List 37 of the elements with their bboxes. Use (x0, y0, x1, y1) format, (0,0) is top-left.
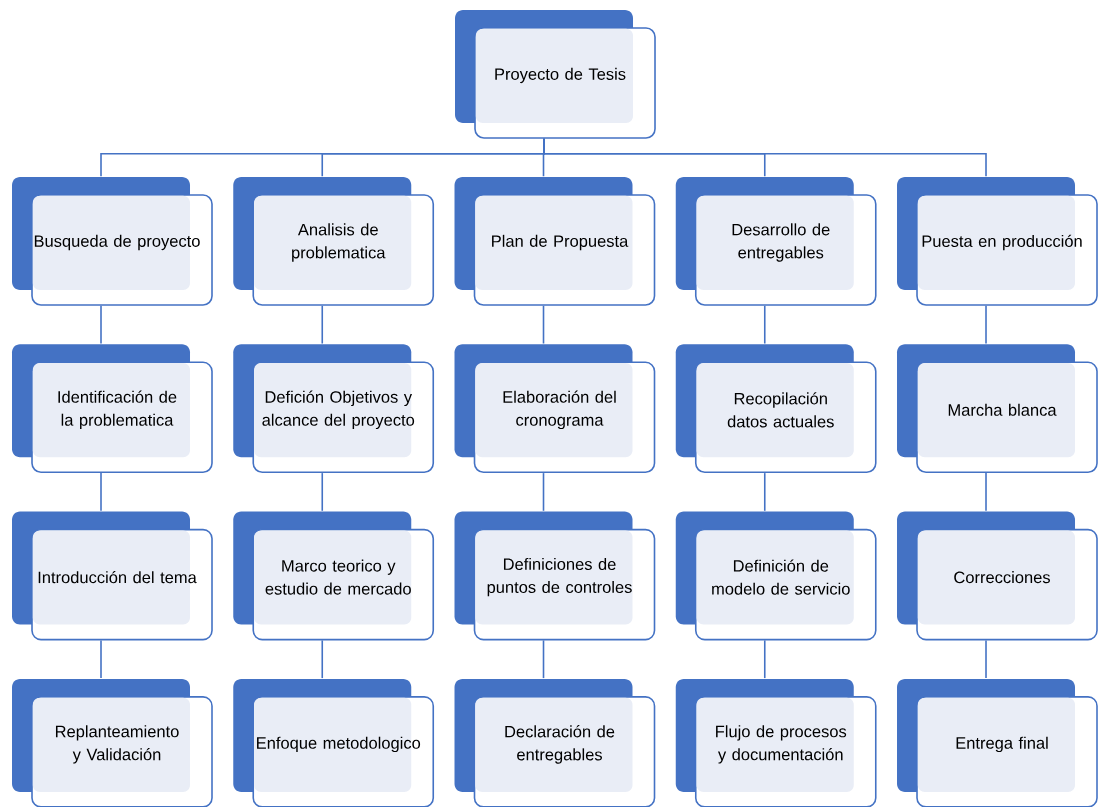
connector-line (542, 639, 545, 679)
process-box: Correcciones (897, 511, 1098, 641)
connector-line (542, 472, 545, 512)
connector-line (543, 138, 987, 177)
process-box: Defición Objetivos y alcance del proyecto (233, 344, 435, 474)
connector-line (763, 305, 766, 345)
process-box: Marco teorico y estudio de mercado (233, 511, 435, 641)
process-box: Introducción del tema (12, 511, 213, 641)
connector-line (100, 305, 102, 345)
connector-line (100, 472, 102, 512)
process-box: Plan de Propuesta (454, 177, 656, 306)
connector-line (321, 472, 324, 512)
process-box: Puesta en producción (897, 177, 1098, 306)
connector-line (985, 639, 987, 679)
process-box: Marcha blanca (897, 344, 1098, 474)
process-box: Analisis de problematica (233, 177, 435, 306)
process-box: Enfoque metodologico (233, 678, 435, 807)
process-box: Definiciones de puntos de controles (454, 511, 656, 641)
connector-line (985, 305, 987, 345)
process-box: Elaboración del cronograma (454, 344, 656, 474)
process-box: Proyecto de Tesis (455, 10, 656, 139)
connector-line (100, 639, 102, 679)
process-box: Recopilación datos actuales (675, 344, 877, 474)
connector-line (321, 639, 324, 679)
process-box: Declaración de entregables (454, 678, 656, 807)
process-box: Busqueda de proyecto (12, 177, 213, 306)
connector-line (542, 305, 545, 345)
process-box: Definición de modelo de servicio (675, 511, 877, 641)
connector-line (763, 472, 766, 512)
process-box: Entrega final (897, 678, 1098, 807)
connector-line (985, 472, 987, 512)
connector-line (321, 305, 324, 345)
connector-line (763, 639, 766, 679)
process-box: Identificación de la problematica (12, 344, 213, 474)
process-box: Replanteamiento y Validación (12, 678, 213, 807)
process-box: Desarrollo de entregables (675, 177, 877, 306)
process-box: Flujo de procesos y documentación (675, 678, 877, 807)
